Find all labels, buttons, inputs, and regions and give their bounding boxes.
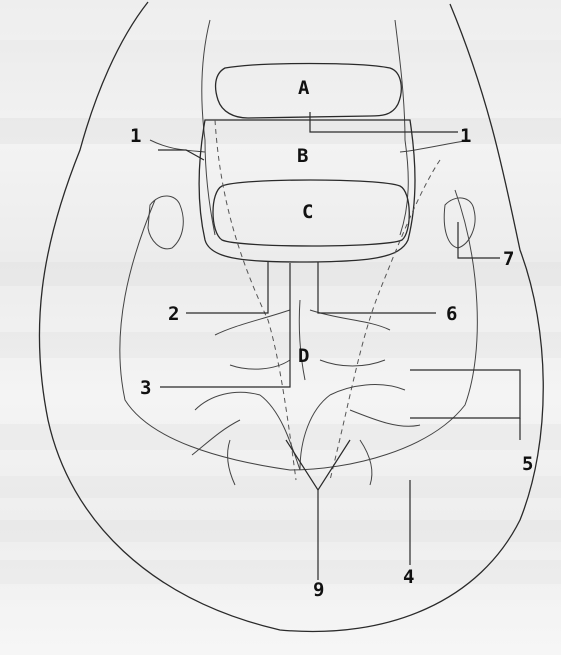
label-1-right: 1 bbox=[460, 125, 471, 147]
label-6: 6 bbox=[446, 303, 457, 325]
region-d-label: D bbox=[298, 345, 309, 367]
label-1-left: 1 bbox=[130, 125, 141, 147]
label-2: 2 bbox=[168, 303, 179, 325]
label-7: 7 bbox=[503, 248, 514, 270]
label-9: 9 bbox=[313, 579, 324, 601]
region-a-label: A bbox=[298, 77, 310, 99]
region-c-label: C bbox=[302, 201, 313, 223]
label-3: 3 bbox=[140, 377, 151, 399]
region-b-label: B bbox=[297, 145, 308, 167]
label-4: 4 bbox=[403, 566, 414, 588]
label-5: 5 bbox=[522, 453, 533, 475]
